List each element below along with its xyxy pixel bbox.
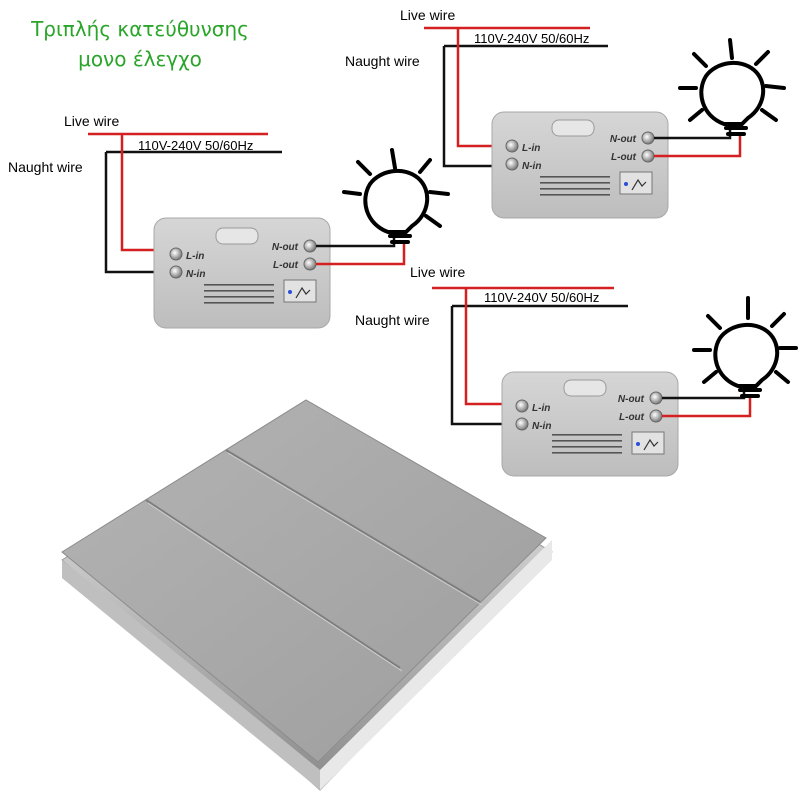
l-out-wire <box>316 240 406 266</box>
live-drop-wire <box>120 134 158 252</box>
neutral-drop-wire <box>442 46 496 168</box>
terminal-l-out <box>303 257 317 271</box>
terminal-label-l-out: L-out <box>611 152 637 163</box>
voltage-label: 110V-240V 50/60Hz <box>138 138 253 153</box>
terminal-label-l-in: L-in <box>532 403 550 414</box>
terminal-label-l-out: L-out <box>273 260 299 271</box>
terminal-n-out <box>641 131 655 145</box>
module-3-assembly: Live wire 110V-240V 50/60Hz Naught wire … <box>355 264 798 477</box>
terminal-label-n-in: N-in <box>532 421 551 432</box>
led-window <box>215 227 259 245</box>
learn-button-icon <box>283 279 317 303</box>
learn-button-icon <box>631 431 665 455</box>
live-drop-wire <box>464 288 508 406</box>
module-1-assembly: Live wire 110V-240V 50/60Hz Naught wire … <box>8 113 450 329</box>
terminal-label-n-out: N-out <box>610 134 637 145</box>
gang-divider-2-highlight <box>227 452 483 606</box>
terminal-label-l-out: L-out <box>619 412 645 423</box>
terminal-label-n-in: N-in <box>186 269 205 280</box>
vent-grid <box>552 434 622 454</box>
neutral-drop-wire <box>104 152 158 274</box>
vent-grid <box>204 284 274 304</box>
terminal-n-in <box>169 265 183 279</box>
neutral-wire-label: Naught wire <box>345 53 420 69</box>
terminal-l-out <box>641 149 655 163</box>
gang-divider-2 <box>225 449 481 603</box>
gang-divider-1 <box>145 499 401 669</box>
panel-side-left <box>62 560 320 790</box>
terminal-n-out <box>303 239 317 253</box>
neutral-wire-label: Naught wire <box>8 159 83 175</box>
light-bulb-icon <box>678 38 786 136</box>
terminal-label-l-in: L-in <box>186 251 204 262</box>
diagram-title: Τριπλής κατεύθυνσης μονο έλεγχο <box>20 14 260 74</box>
panel-face <box>61 399 547 763</box>
terminal-l-out <box>649 409 663 423</box>
neutral-drop-wire <box>450 306 508 426</box>
terminal-label-n-in: N-in <box>522 161 541 172</box>
n-out-wire <box>316 236 396 248</box>
l-out-wire <box>662 394 752 418</box>
terminal-label-n-out: N-out <box>272 242 299 253</box>
title-line-1: Τριπλής κατεύθυνσης <box>31 17 249 41</box>
panel-side-right <box>320 540 552 790</box>
led-window <box>563 379 607 397</box>
l-out-wire <box>654 132 742 158</box>
n-out-wire <box>654 128 732 140</box>
led-window <box>551 119 595 137</box>
terminal-label-l-in: L-in <box>522 143 540 154</box>
terminal-n-out <box>649 391 663 405</box>
terminal-n-in <box>505 157 519 171</box>
terminal-n-in <box>515 417 529 431</box>
neutral-wire-label: Naught wire <box>355 312 430 328</box>
voltage-label: 110V-240V 50/60Hz <box>484 290 599 305</box>
gang-divider-1-highlight <box>147 502 403 672</box>
live-drop-wire <box>456 28 496 148</box>
title-line-2: μονο έλεγχο <box>78 47 202 71</box>
terminal-l-in <box>505 139 519 153</box>
light-bulb-icon <box>692 296 798 398</box>
live-wire-label: Live wire <box>64 113 119 129</box>
light-bulb-icon <box>342 148 450 244</box>
learn-button-icon <box>619 171 653 195</box>
wall-switch-panel <box>61 399 553 791</box>
terminal-label-n-out: N-out <box>618 394 645 405</box>
vent-grid <box>540 176 610 196</box>
live-wire-label: Live wire <box>410 264 465 280</box>
module-2-assembly: Live wire 110V-240V 50/60Hz Naught wire … <box>345 7 786 219</box>
live-wire-label: Live wire <box>400 7 455 23</box>
terminal-l-in <box>169 247 183 261</box>
terminal-l-in <box>515 399 529 413</box>
voltage-label: 110V-240V 50/60Hz <box>474 31 589 46</box>
